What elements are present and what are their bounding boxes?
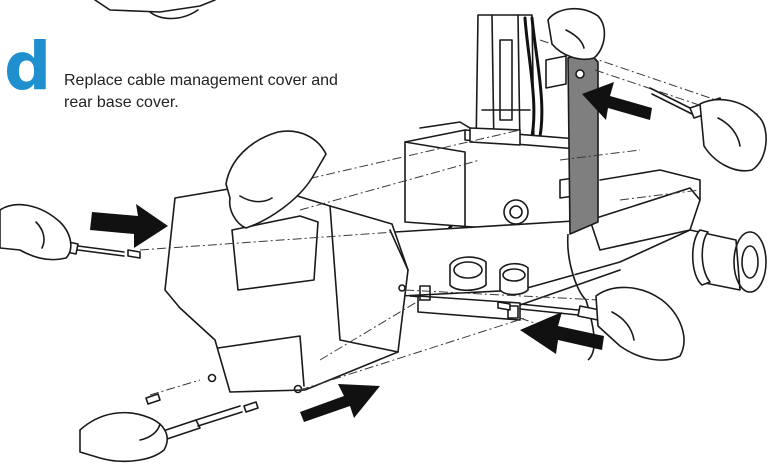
hand-bottom (79, 411, 168, 463)
instruction-line-2: rear base cover. (64, 94, 179, 111)
step-instruction: Replace cable management cover and rear … (64, 70, 414, 114)
step-letter: d (4, 28, 52, 105)
hand-mast-top (547, 8, 606, 60)
insert-arrow-left (90, 204, 168, 248)
screw-bottom-right (243, 401, 259, 413)
screw-left (127, 249, 141, 259)
hand-top-cropped (94, 0, 216, 20)
insert-arrow-bottom (300, 384, 380, 422)
hand-right-bottom (595, 286, 685, 361)
hand-cover-top (225, 130, 327, 229)
rear-base-cover (164, 183, 409, 394)
screwdriver-bottom (159, 405, 243, 441)
instruction-line-1: Replace cable management cover and (64, 72, 338, 89)
insert-arrow-right-top (582, 82, 652, 120)
hand-left (0, 203, 72, 261)
hand-right-top (699, 98, 767, 172)
screw-bottom-left (145, 393, 161, 405)
screw-right-bottom (497, 301, 511, 311)
insert-arrow-right-bottom (520, 312, 604, 354)
caster-wheel (689, 229, 767, 293)
cart-body (404, 121, 591, 233)
